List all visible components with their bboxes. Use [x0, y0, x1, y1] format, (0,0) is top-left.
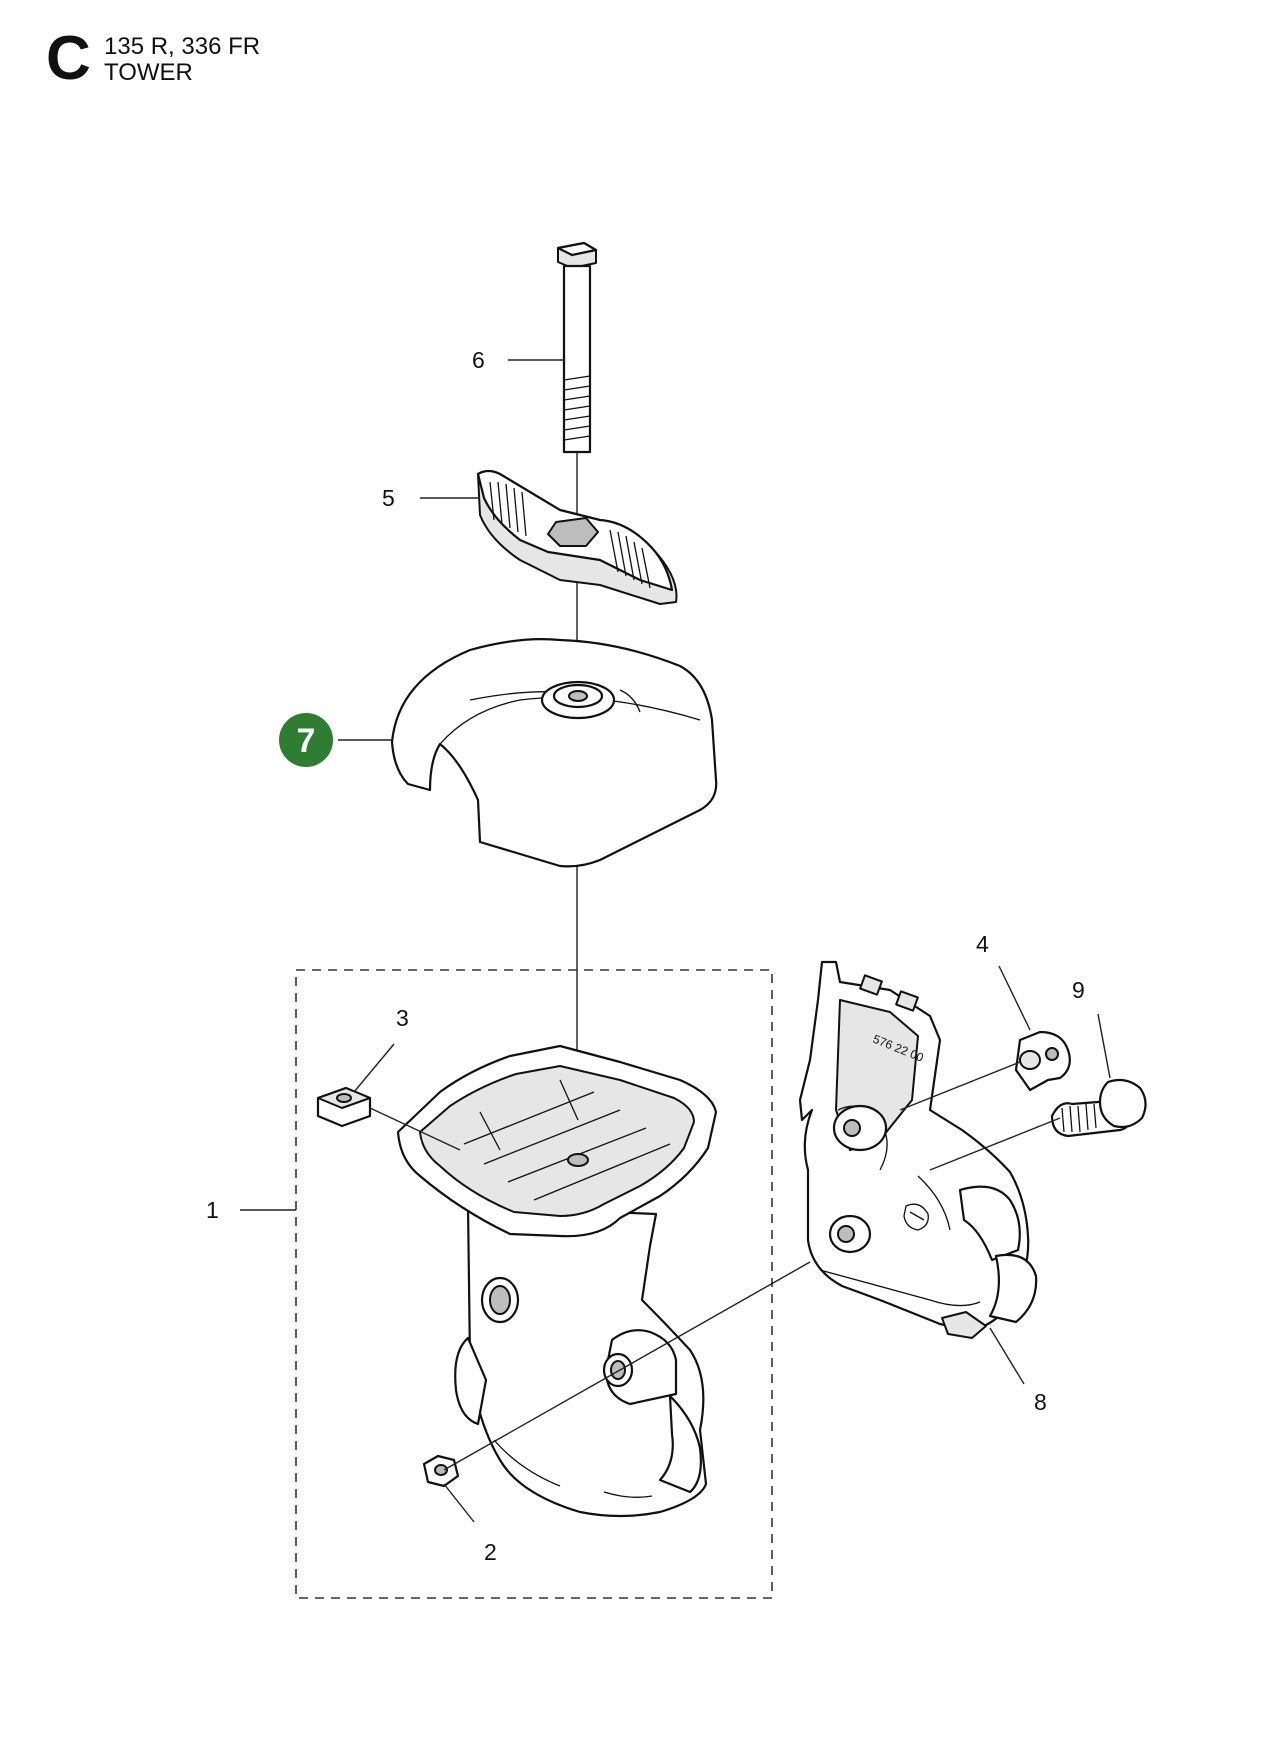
part-5-wing-nut[interactable]: [476, 469, 678, 605]
callout-9[interactable]: 9: [1072, 977, 1085, 1003]
part-3-square-nut[interactable]: [316, 1086, 372, 1128]
callout-4[interactable]: 4: [976, 931, 989, 957]
assembly-title: TOWER: [104, 59, 193, 86]
callout-labels: 1 2 3 4 5 6 8 9 7: [206, 347, 1085, 1565]
callout-1[interactable]: 1: [206, 1197, 219, 1223]
part-1-tower-body[interactable]: [396, 1044, 718, 1518]
part-8-bracket[interactable]: 576 22 00: [798, 960, 1038, 1339]
callout-7-highlight[interactable]: 7: [279, 713, 333, 767]
callout-8[interactable]: 8: [1034, 1389, 1047, 1415]
part-2-hex-nut[interactable]: [422, 1454, 460, 1488]
part-9-screw[interactable]: [1050, 1078, 1147, 1138]
callout-2[interactable]: 2: [484, 1539, 497, 1565]
section-letter: C: [46, 24, 91, 93]
model-list: 135 R, 336 FR: [104, 33, 261, 60]
callout-7[interactable]: 7: [297, 722, 316, 760]
part-4-clip[interactable]: [1014, 1030, 1071, 1092]
callout-6[interactable]: 6: [472, 347, 485, 373]
callout-5[interactable]: 5: [382, 485, 395, 511]
leader-lines: [240, 359, 1111, 1523]
part-7-cover[interactable]: [390, 638, 718, 868]
part-6-bolt[interactable]: [556, 241, 598, 454]
callout-3[interactable]: 3: [396, 1005, 409, 1031]
company-logo-icon: [903, 1203, 929, 1231]
